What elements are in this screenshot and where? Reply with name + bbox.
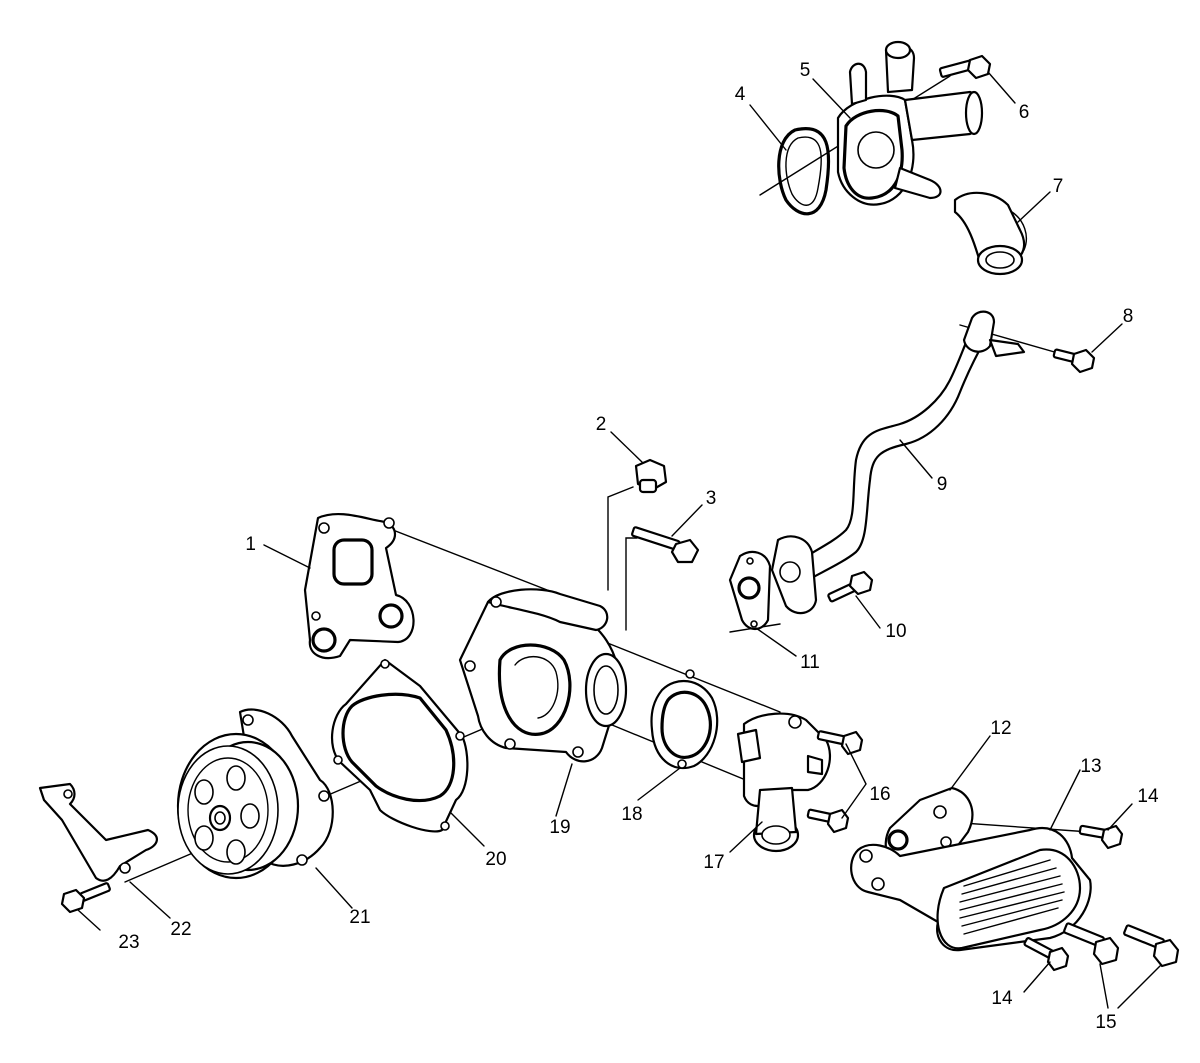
- callout-4: 4: [735, 84, 746, 105]
- callout-6: 6: [1019, 102, 1030, 123]
- bolt-part-3: [631, 526, 700, 564]
- bolts-part-15: [1063, 922, 1180, 968]
- callout-7: 7: [1053, 176, 1064, 197]
- pump-housing-part-19: [458, 588, 628, 763]
- callout-5: 5: [800, 60, 811, 81]
- gasket-part-11: [728, 550, 772, 631]
- plug-part-2: [634, 458, 668, 494]
- callout-8: 8: [1123, 306, 1134, 327]
- gasket-part-1: [303, 513, 415, 660]
- coolant-pipe-part-9: [770, 310, 1026, 615]
- bracket-part-22: [38, 782, 158, 882]
- callout-11: 11: [800, 652, 820, 673]
- callout-20: 20: [485, 849, 506, 870]
- bolt-part-8: [1052, 348, 1096, 374]
- cooler-fins: [959, 859, 1065, 935]
- callout-17: 17: [703, 852, 724, 873]
- callout-14-upper: 14: [1137, 786, 1159, 807]
- callout-12: 12: [990, 718, 1011, 739]
- elbow-fitting-part-7: [953, 191, 1028, 276]
- callout-9: 9: [937, 474, 948, 495]
- callout-22: 22: [170, 919, 191, 940]
- bolt-part-6: [938, 54, 992, 80]
- callout-19: 19: [549, 817, 570, 838]
- callout-10: 10: [885, 621, 906, 642]
- callout-labels: 1 2 3 4 5 6 7 8 9 10 11 12 13 14 14 15 1…: [118, 60, 1159, 1033]
- callout-21: 21: [349, 907, 370, 928]
- callout-13: 13: [1080, 756, 1101, 777]
- callout-1: 1: [245, 534, 256, 555]
- callout-16: 16: [869, 784, 890, 805]
- callout-14-lower: 14: [991, 988, 1013, 1009]
- callout-3: 3: [706, 488, 717, 509]
- thermostat-housing-part-5: [836, 40, 984, 206]
- callout-23: 23: [118, 932, 139, 953]
- gasket-ring-part-4: [777, 127, 831, 216]
- water-pump-part-21: [176, 708, 334, 880]
- gasket-part-20: [331, 658, 469, 833]
- outlet-part-17: [736, 712, 831, 853]
- gasket-part-18: [650, 669, 719, 770]
- callout-15: 15: [1095, 1012, 1116, 1033]
- leader-lines: [77, 71, 1161, 1009]
- callout-2: 2: [596, 414, 607, 435]
- bolt-part-14-upper: [1078, 824, 1124, 850]
- oil-cooler-part-13: [850, 827, 1092, 952]
- bolt-part-23: [60, 882, 111, 914]
- bolt-part-14-lower: [1023, 937, 1070, 972]
- bolt-part-10: [827, 570, 874, 603]
- bolts-part-16: [806, 730, 864, 834]
- callout-18: 18: [621, 804, 642, 825]
